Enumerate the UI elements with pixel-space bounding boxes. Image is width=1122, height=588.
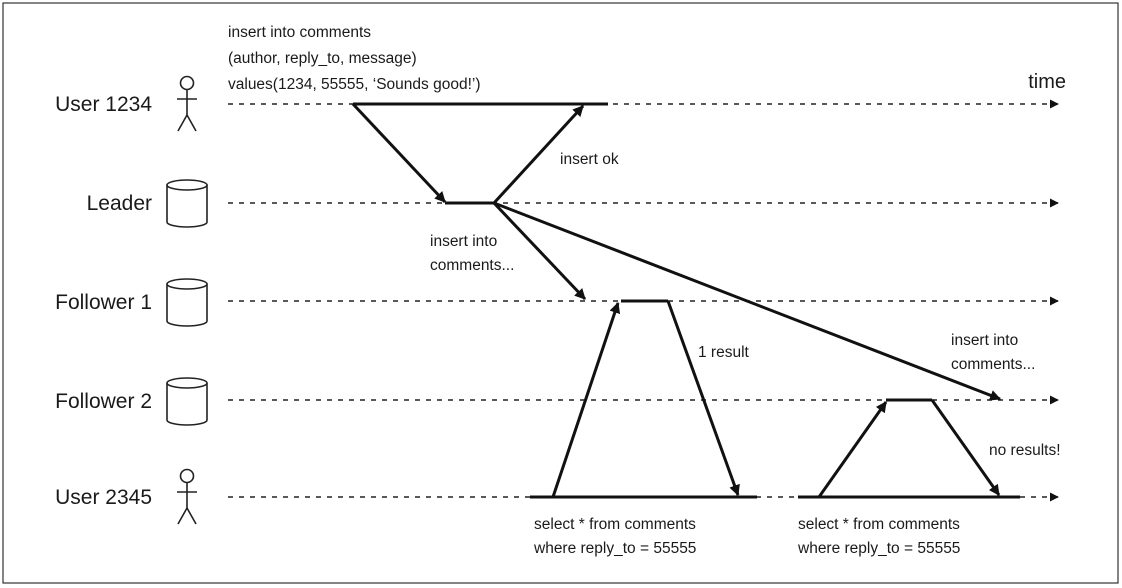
database-icon: [166, 278, 208, 327]
read-2-request-arrow: [817, 401, 888, 498]
select-query-1-text: select * from comments where reply_to = …: [533, 516, 700, 557]
select-query-2-text: select * from comments where reply_to = …: [797, 516, 964, 557]
replication-arrow-follower-2: [493, 201, 1002, 401]
actor-label-follower-1: Follower 1: [55, 291, 152, 314]
actor-label-user-1234: User 1234: [55, 93, 152, 116]
one-result-label: 1 result: [698, 344, 750, 361]
insert-ok-arrow: [492, 104, 585, 205]
actor-label-follower-2: Follower 2: [55, 390, 152, 413]
actor-label-user-2345: User 2345: [55, 486, 152, 509]
time-axis-label: time: [1028, 71, 1066, 93]
database-icon: [166, 179, 208, 228]
insert-query-text: insert into comments (author, reply_to, …: [228, 24, 481, 93]
replicate-follower-2-label: insert into comments...: [951, 332, 1035, 373]
replication-arrow-follower-1: [492, 201, 587, 301]
read-2-response-arrow: [930, 399, 1001, 496]
actor-label-leader: Leader: [87, 192, 152, 215]
database-icon: [166, 377, 208, 426]
no-results-label: no results!: [989, 442, 1061, 459]
read-1-request-arrow: [551, 301, 621, 498]
user-icon: [177, 75, 197, 132]
replicate-follower-1-label: insert into comments...: [430, 233, 514, 274]
read-1-response-arrow: [666, 300, 740, 497]
user-icon: [177, 468, 197, 525]
insert-ok-label: insert ok: [560, 151, 619, 168]
insert-request-arrow: [351, 102, 447, 204]
